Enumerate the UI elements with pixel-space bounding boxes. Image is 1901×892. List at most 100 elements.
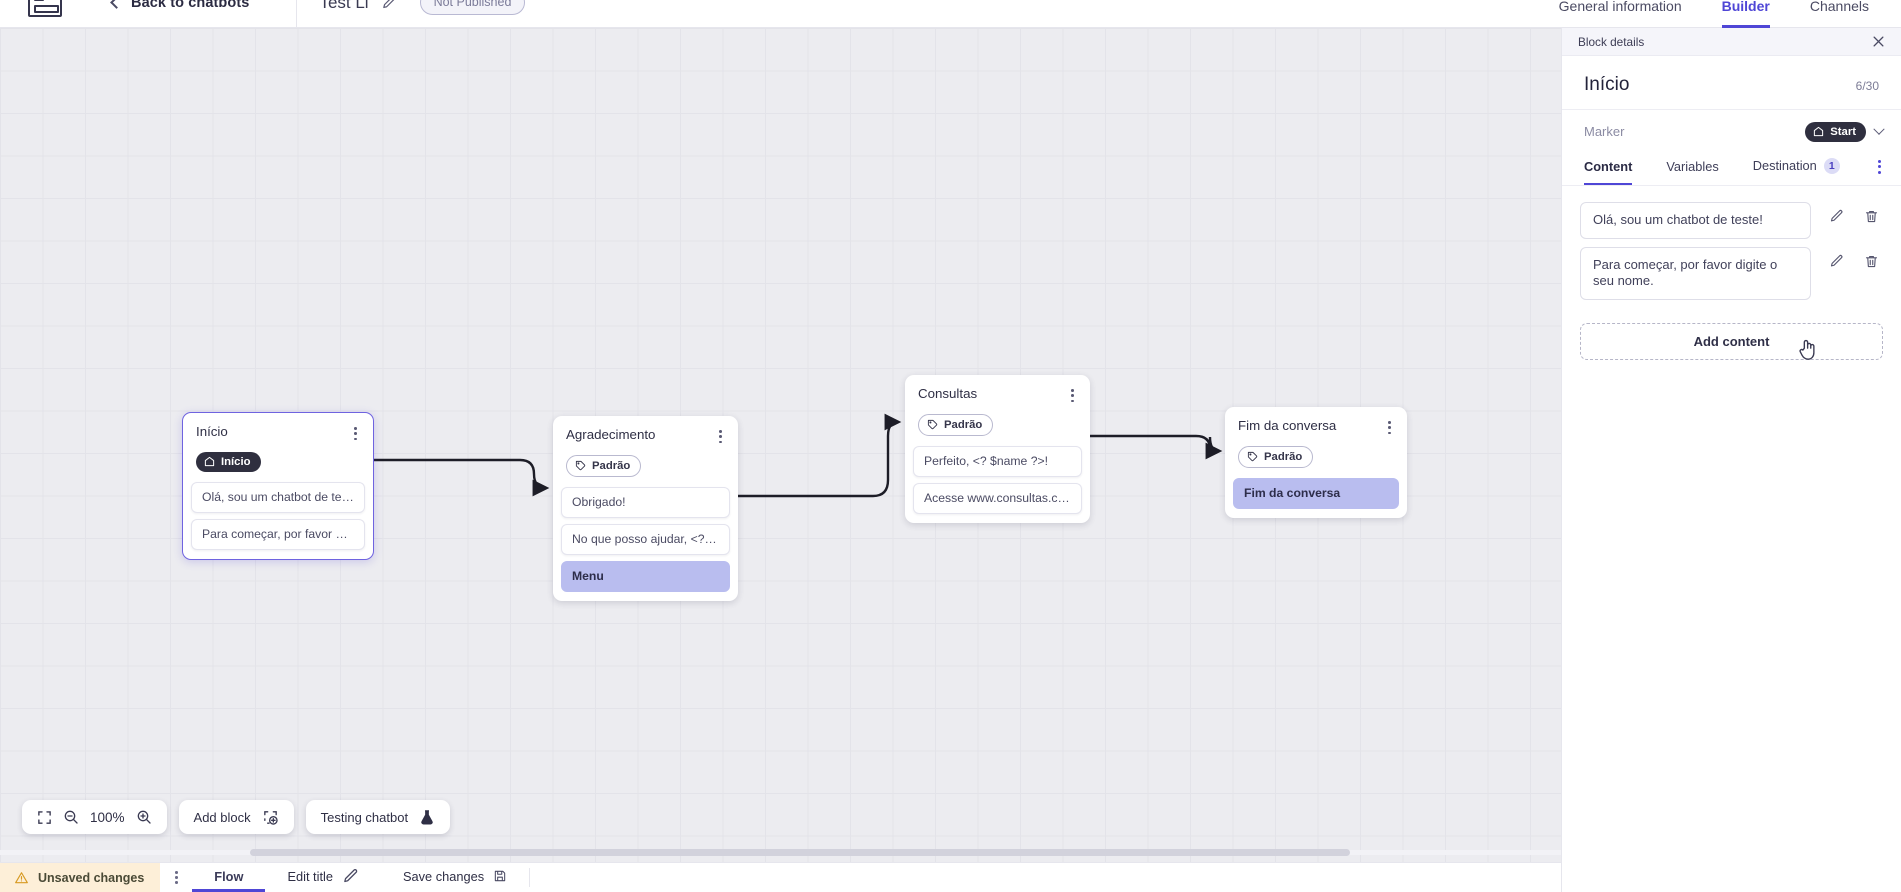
panel-header-strip: Block details xyxy=(1562,28,1901,56)
add-block-button[interactable]: Add block xyxy=(178,800,294,834)
block-tag-row: Padrão xyxy=(1225,437,1407,468)
chevron-left-icon xyxy=(110,0,123,9)
block-row[interactable]: Olá, sou um chatbot de teste! xyxy=(191,481,365,513)
add-block-label: Add block xyxy=(193,809,251,825)
back-to-chatbots-label: Back to chatbots xyxy=(131,0,250,11)
block-tag-label: Padrão xyxy=(1264,450,1303,463)
save-disk-icon xyxy=(494,870,506,882)
tag-icon xyxy=(1247,452,1258,462)
panel-tab-badge: 1 xyxy=(1823,157,1840,174)
save-changes-label: Save changes xyxy=(402,868,485,884)
block-header: Consultas xyxy=(905,375,1090,405)
canvas-horizontal-scrollbar[interactable] xyxy=(0,848,1561,857)
block-row-menu[interactable]: Menu xyxy=(561,560,730,592)
edit-pencil-icon xyxy=(344,868,358,882)
block-title: Agradecimento xyxy=(566,427,656,442)
tab-general-information[interactable]: General information xyxy=(1558,0,1682,14)
unsaved-changes-label: Unsaved changes xyxy=(38,870,145,885)
flow-block-inicio[interactable]: Início Início Olá, sou um chatbot de tes… xyxy=(182,412,374,560)
edge-agradecimento-consultas xyxy=(738,413,902,498)
unsaved-changes-indicator: Unsaved changes xyxy=(0,863,161,892)
zoom-out-icon[interactable] xyxy=(63,809,79,825)
flow-block-consultas[interactable]: Consultas Padrão Perfeito, <? $name ?>! … xyxy=(905,375,1090,523)
tag-icon xyxy=(575,461,586,471)
delete-trash-icon[interactable] xyxy=(1864,209,1879,224)
block-tag-start: Início xyxy=(196,452,261,472)
content-item: Para começar, por favor digite o seu nom… xyxy=(1580,246,1883,301)
scrollbar-thumb[interactable] xyxy=(250,849,1350,856)
block-menu-kebab-icon[interactable] xyxy=(1068,386,1077,405)
platform-logo-icon[interactable] xyxy=(28,0,62,17)
content-text[interactable]: Olá, sou um chatbot de teste! xyxy=(1580,201,1811,239)
panel-tab-content[interactable]: Content xyxy=(1584,153,1633,185)
home-icon xyxy=(1814,126,1824,137)
zoom-controls: 100% xyxy=(22,800,167,834)
back-to-chatbots-button[interactable]: Back to chatbots xyxy=(110,0,250,11)
block-title: Fim da conversa xyxy=(1238,418,1337,433)
edit-pencil-icon[interactable] xyxy=(1829,209,1844,224)
marker-select[interactable]: Start xyxy=(1805,122,1885,142)
block-rows: Fim da conversa xyxy=(1225,468,1407,509)
block-menu-kebab-icon[interactable] xyxy=(351,424,360,443)
bottom-menu-kebab-icon[interactable] xyxy=(160,863,192,892)
block-menu-kebab-icon[interactable] xyxy=(1385,418,1394,437)
block-row[interactable]: Perfeito, <? $name ?>! xyxy=(913,445,1082,477)
block-row-menu[interactable]: Fim da conversa xyxy=(1233,477,1399,509)
block-tag-label: Início xyxy=(221,455,251,468)
block-row[interactable]: Para começar, por favor digite o ... xyxy=(191,518,365,550)
top-bar: Back to chatbots Test Li Not Published G… xyxy=(0,0,1901,28)
edit-title-button[interactable]: Edit title xyxy=(265,863,381,892)
block-tag-label: Padrão xyxy=(592,459,631,472)
flow-canvas[interactable]: Início Início Olá, sou um chatbot de tes… xyxy=(0,28,1561,862)
panel-tab-variables[interactable]: Variables xyxy=(1666,153,1718,185)
tab-builder[interactable]: Builder xyxy=(1721,0,1770,28)
bottom-status-bar: Unsaved changes Flow Edit title Save cha… xyxy=(0,862,1561,892)
edit-title-label: Edit title xyxy=(287,868,333,884)
panel-tabs-kebab-icon[interactable] xyxy=(1876,159,1883,185)
bottom-tab-flow[interactable]: Flow xyxy=(192,863,266,892)
tab-channels[interactable]: Channels xyxy=(1809,0,1869,14)
block-rows: Perfeito, <? $name ?>! Acesse www.consul… xyxy=(905,436,1090,514)
block-rows: Olá, sou um chatbot de teste! Para começ… xyxy=(183,472,373,550)
block-tag-default: Padrão xyxy=(918,414,994,436)
block-details-panel: Block details Início 6/30 Marker Start C… xyxy=(1561,28,1901,892)
content-text[interactable]: Para começar, por favor digite o seu nom… xyxy=(1580,246,1811,301)
marker-label: Marker xyxy=(1584,124,1625,140)
fit-screen-icon[interactable] xyxy=(37,810,52,825)
block-menu-kebab-icon[interactable] xyxy=(716,427,725,446)
top-nav-tabs: General information Builder Channels xyxy=(1559,0,1869,28)
marker-value-badge: Start xyxy=(1805,122,1866,142)
delete-trash-icon[interactable] xyxy=(1864,254,1879,269)
content-item-actions xyxy=(1811,202,1883,224)
block-row[interactable]: Acesse www.consultas.com par... xyxy=(913,482,1082,514)
panel-tabs: Content Variables Destination 1 xyxy=(1562,152,1901,186)
block-tag-row: Padrão xyxy=(553,446,738,477)
status-badge: Not Published xyxy=(419,0,526,15)
block-row[interactable]: No que posso ajudar, <? $name ... xyxy=(561,523,730,555)
testing-chatbot-button[interactable]: Testing chatbot xyxy=(305,800,451,834)
flow-label: Flow xyxy=(214,868,244,884)
edit-pencil-icon[interactable] xyxy=(1829,254,1844,269)
zoom-in-icon[interactable] xyxy=(136,809,152,825)
save-changes-button[interactable]: Save changes xyxy=(381,863,529,892)
panel-strip-label: Block details xyxy=(1578,34,1645,49)
zoom-level-label: 100% xyxy=(90,809,125,825)
block-header: Fim da conversa xyxy=(1225,407,1407,437)
flow-block-agradecimento[interactable]: Agradecimento Padrão Obrigado! No que po… xyxy=(553,416,738,601)
edit-pencil-icon[interactable] xyxy=(381,0,398,11)
block-row[interactable]: Obrigado! xyxy=(561,486,730,518)
flow-block-fim-da-conversa[interactable]: Fim da conversa Padrão Fim da conversa xyxy=(1225,407,1407,518)
panel-tab-destination[interactable]: Destination 1 xyxy=(1753,152,1840,185)
panel-title-row: Início 6/30 xyxy=(1562,56,1901,110)
block-title: Consultas xyxy=(918,386,978,401)
content-item: Olá, sou um chatbot de teste! xyxy=(1580,201,1883,239)
panel-title: Início xyxy=(1584,74,1630,95)
chevron-down-icon[interactable] xyxy=(1873,123,1885,135)
add-content-button[interactable]: Add content xyxy=(1580,323,1883,361)
block-tag-label: Padrão xyxy=(944,418,983,431)
bot-title-group: Test Li xyxy=(319,0,397,13)
block-tag-row: Início xyxy=(183,443,373,472)
panel-tab-label: Content xyxy=(1584,158,1633,174)
block-tag-default: Padrão xyxy=(1238,446,1314,468)
close-icon[interactable] xyxy=(1871,34,1886,49)
